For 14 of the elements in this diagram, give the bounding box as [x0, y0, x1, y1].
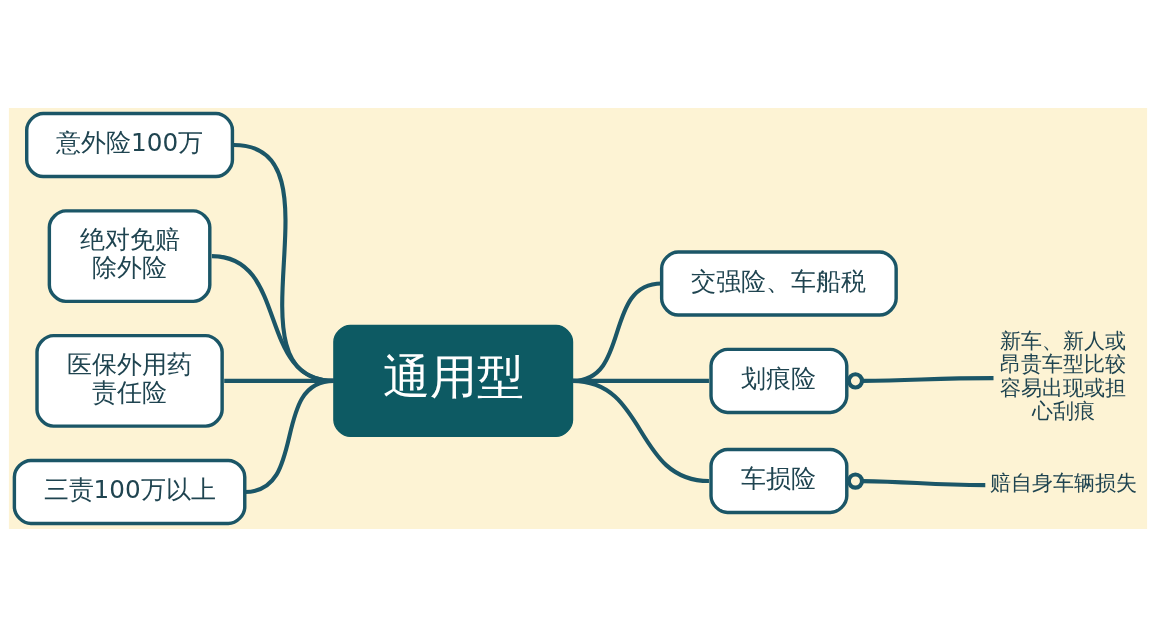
node-box: 通用型 — [333, 324, 574, 437]
connector — [846, 471, 986, 490]
node-text: 赔自身车辆损失 — [989, 470, 1137, 495]
node-box: 交强险、车船税 — [659, 249, 898, 317]
node-box: 划痕险 — [709, 347, 849, 414]
node-text: 新车、新人或昂贵车型比较容易出现或担心刮痕 — [1000, 328, 1127, 423]
connector — [572, 378, 710, 483]
node-box: 车损险 — [709, 447, 849, 514]
node-box: 医保外用药责任险 — [35, 333, 224, 428]
connector — [846, 371, 994, 389]
node-box: 意外险100万 — [25, 111, 235, 178]
node-box: 三责100万以上 — [12, 458, 247, 525]
node-box: 绝对免赔除外险 — [47, 208, 212, 303]
connector — [244, 378, 335, 494]
